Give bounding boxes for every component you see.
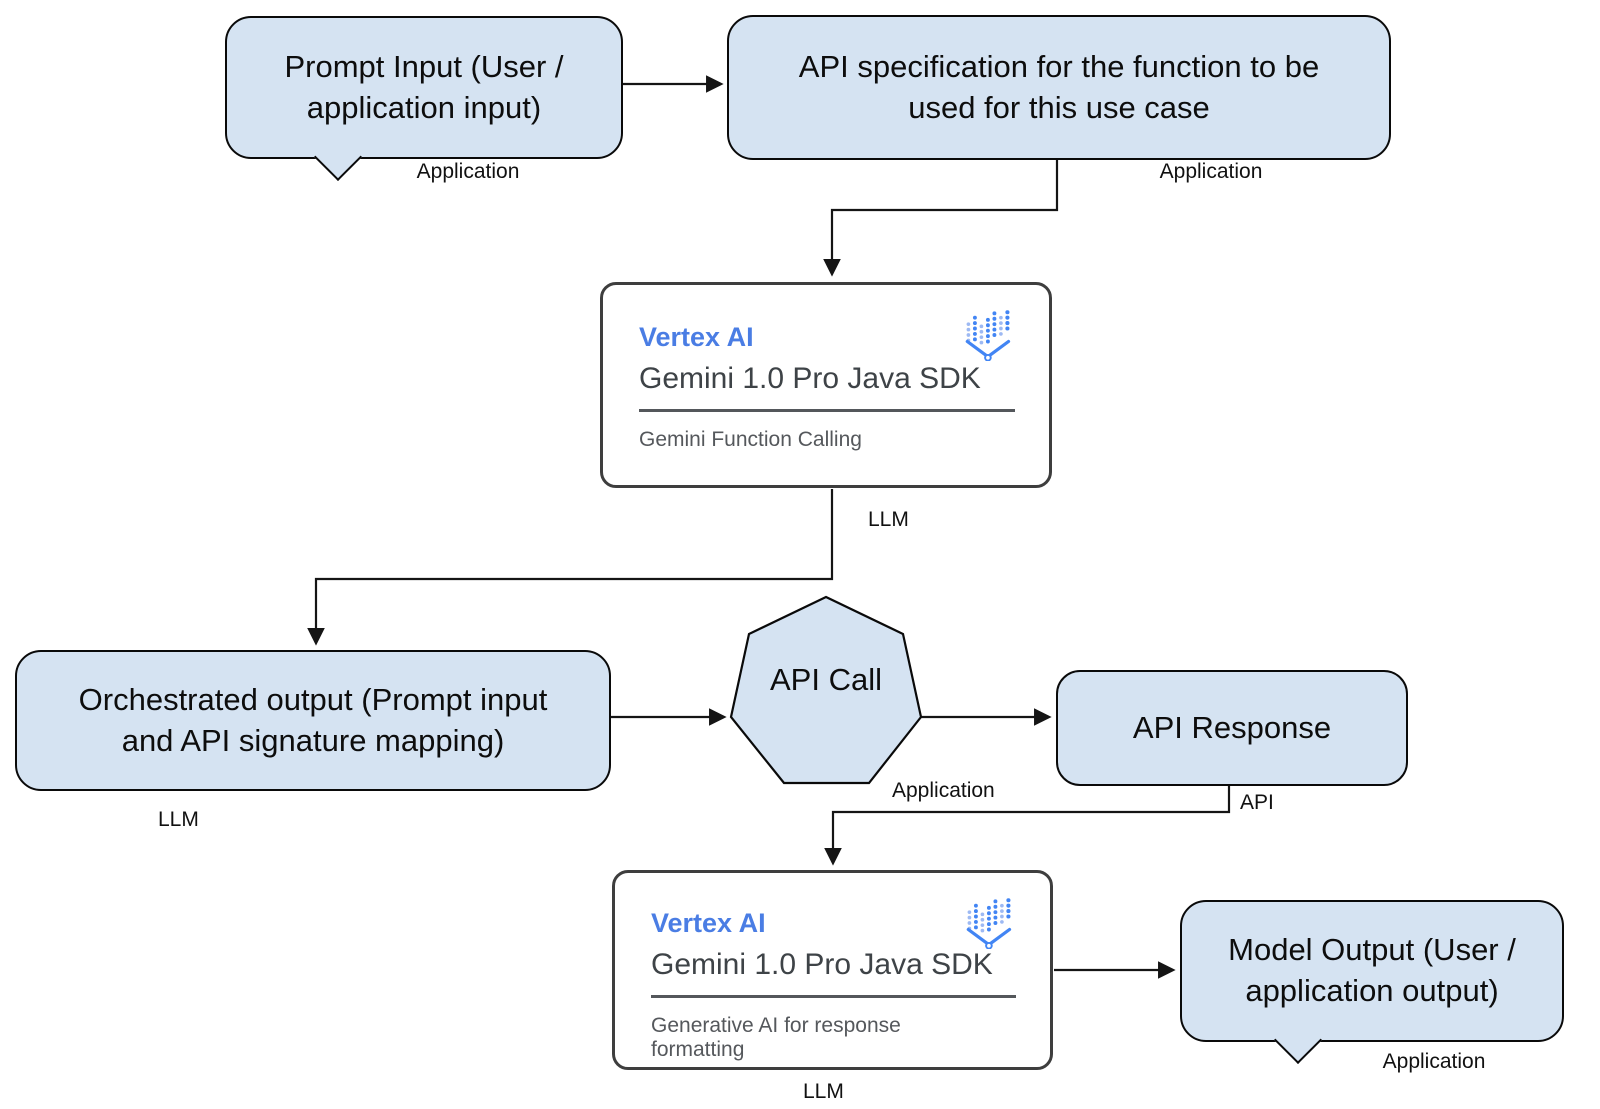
tag-llm-orchestrated: LLM — [158, 808, 199, 831]
vertex-ai-icon — [964, 897, 1016, 954]
heptagon-shape — [729, 595, 923, 785]
node-label: API specification for the function to be… — [798, 48, 1320, 125]
node-label: Orchestrated output (Prompt input and AP… — [78, 681, 548, 758]
sdk-title: Gemini 1.0 Pro Java SDK — [651, 948, 993, 982]
arrow-apispec-to-llm — [823, 157, 1059, 277]
tag-application-model-output: Application — [1382, 1050, 1486, 1073]
card-divider — [651, 994, 1016, 998]
tag-api-response: API — [1240, 791, 1274, 814]
node-orchestrated-output: Orchestrated output (Prompt input and AP… — [15, 650, 611, 791]
tag-application-api-spec: Application — [1159, 160, 1263, 183]
arrow-apiresponse-to-llm2 — [824, 783, 1231, 866]
arrow-llm-to-orchestrated — [307, 489, 834, 646]
node-api-call: API Call — [770, 662, 882, 697]
node-api-spec: API specification for the function to be… — [727, 15, 1391, 160]
vertex-ai-icon — [963, 309, 1015, 366]
tag-llm-function-calling: LLM — [868, 508, 909, 531]
tag-llm-formatting: LLM — [803, 1080, 844, 1103]
tag-application-api-call: Application — [892, 779, 995, 802]
card-subtitle: Gemini Function Calling — [639, 427, 862, 451]
node-label: API Response — [1132, 709, 1332, 745]
card-subtitle: Generative AI for response formatting — [651, 1013, 901, 1061]
vertex-ai-product-name: Vertex AI — [639, 322, 754, 352]
node-prompt-input: Prompt Input (User / application input) — [225, 16, 623, 182]
tag-application-prompt-input: Application — [416, 160, 520, 183]
node-model-output: Model Output (User / application output) — [1180, 900, 1564, 1065]
node-api-response: API Response — [1056, 670, 1408, 786]
card-gemini-formatting: Vertex AI Gemini 1.0 Pro Java SDK Genera… — [612, 870, 1053, 1070]
node-label: Model Output (User / application output) — [1228, 932, 1516, 1008]
vertex-ai-product-name: Vertex AI — [651, 908, 766, 938]
card-gemini-function-calling: Vertex AI Gemini 1.0 Pro Java SDK Gemini… — [600, 282, 1052, 488]
card-divider — [639, 408, 1015, 412]
node-label: Prompt Input (User / application input) — [284, 48, 564, 125]
sdk-title: Gemini 1.0 Pro Java SDK — [639, 362, 981, 396]
